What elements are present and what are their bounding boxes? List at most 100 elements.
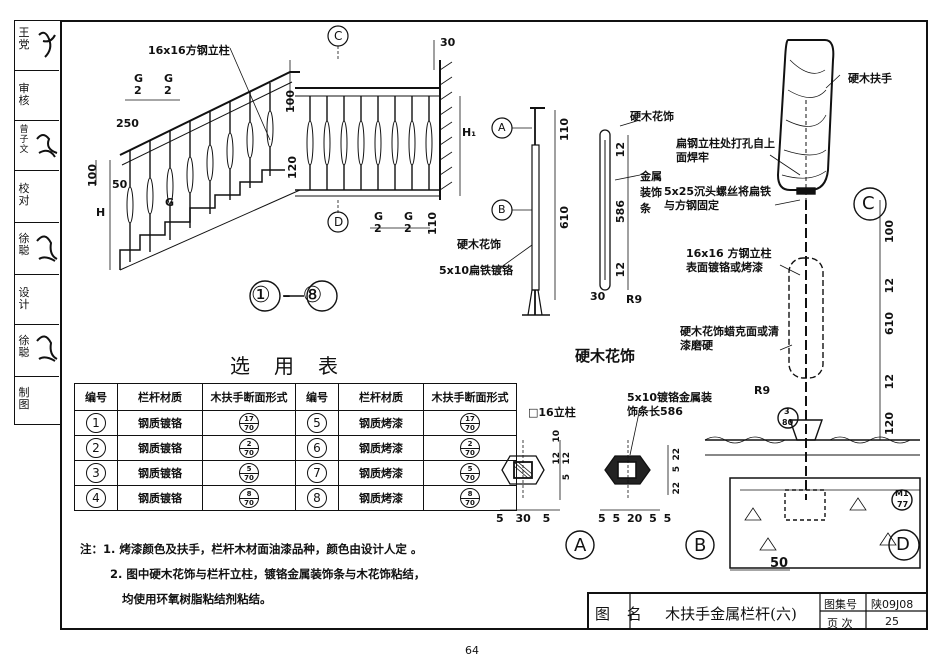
number-circle: 8 [307,488,327,508]
flower-dim-12b: 12 [614,262,627,278]
drawing-title: 木扶手金属栏杆(六) [665,605,797,623]
number-circle: 3 [86,463,106,483]
cell-material: 钢质镀铬 [117,460,203,486]
dim-100-left: 100 [86,164,99,187]
page-number: 64 [465,644,479,657]
cell-material: 钢质镀铬 [117,435,203,461]
right-dim-12b: 12 [883,374,896,390]
page-label: 页 次 [827,617,853,630]
note-line-2: 2. 图中硬木花饰与栏杆立柱，镀铬金属装饰条与木花饰粘结， [110,567,426,581]
header-section-2: 木扶手断面形式 [423,383,517,411]
section-ref-den: 70 [244,474,254,482]
cell-material: 钢质镀铬 [117,485,203,511]
number-circle: 1 [86,413,106,433]
selection-table: 编号 栏杆材质 木扶手断面形式 编号 栏杆材质 木扶手断面形式 1 钢质镀铬 1… [74,383,517,511]
section-ref-num: 5 [240,465,258,474]
dim-g-half-3: G [374,210,384,223]
cell-material: 钢质烤漆 [338,435,424,461]
sec-a-dim-bottom: 5 30 5 [496,512,551,525]
cell-material: 钢质烤漆 [338,485,424,511]
section-mark-c: C [334,29,343,43]
dim-30: 30 [440,36,456,49]
sec-a-dim-10: 10 [552,430,562,443]
label-post: 16x16方钢立柱 [148,44,230,57]
section-ref-num: 2 [240,440,258,449]
dim-120: 120 [286,156,299,179]
section-ref-den: 70 [244,424,254,432]
ref-80: 80 [782,418,794,427]
section-ref-den: 70 [465,499,475,507]
dim-g-half-4: G [404,210,414,223]
section-ref-num: 17 [461,415,479,424]
sig-label: 王党 [18,26,30,51]
section-ref-den: 70 [465,474,475,482]
flower-detail-drawing [599,119,641,291]
cell-material: 钢质镀铬 [117,410,203,436]
label-handrail: 硬木扶手 [848,72,892,85]
label-flower-finish: 硬木花饰蜡克面或清漆磨硬 [680,325,779,352]
sig-label: 校对 [18,182,30,207]
dim-g-half-numerator-2: G [164,72,174,85]
section-ref-den: 70 [465,449,475,457]
section-tag-a: A [498,121,506,134]
sig-cell-1: 王党 [15,21,59,71]
right-dim-120: 120 [883,412,896,435]
post-label-bolt: 5x10扁铁镀铬 [439,264,514,277]
section-ref-num: 2 [461,440,479,449]
right-dim-r9: R9 [754,384,771,397]
ref-m1: M1 [895,489,909,498]
dim-h: H [96,206,106,219]
flower-label-metal: 金属装饰条 [640,170,662,215]
drawing-sheet [60,20,928,630]
signature-handwriting [36,31,58,362]
sig-label: 审核 [18,82,30,107]
sig-cell-7: 徐聪 [15,325,59,377]
section-b-drawing [600,407,715,560]
sig-label: 曾子文 [19,125,29,155]
section-a-drawing [500,440,595,560]
dim-h1: H₁ [462,126,477,139]
sig-cell-4: 校对 [15,171,59,223]
sec-a-label: □16立柱 [528,406,576,419]
sig-label: 徐聪 [18,334,30,359]
cell-no: 7 [295,460,339,486]
cell-material: 钢质烤漆 [338,410,424,436]
section-ref-den: 70 [244,499,254,507]
header-material: 栏杆材质 [117,383,203,411]
cell-no: 4 [74,485,118,511]
table-header-row: 编号 栏杆材质 木扶手断面形式 编号 栏杆材质 木扶手断面形式 [74,383,517,411]
number-circle: 2 [86,438,106,458]
sec-b-dim-bottom: 5 5 20 5 5 [598,512,672,525]
header-material-2: 栏杆材质 [338,383,424,411]
flower-dim-30: 30 [590,290,606,303]
title-block: 图 名 木扶手金属栏杆(六) 图集号 陕09J08 页 次 25 [587,592,928,630]
right-dim-100: 100 [883,220,896,243]
section-ref-num: 5 [461,465,479,474]
section-tag-b: B [498,203,506,216]
cell-material: 钢质烤漆 [338,460,424,486]
sec-a-dim-12b: 12 [562,452,572,465]
cell-no: 2 [74,435,118,461]
flower-label-top: 硬木花饰 [630,110,674,123]
post-detail-drawing [491,107,556,316]
cell-no: 1 [74,410,118,436]
sec-b-tag: B [694,535,707,556]
sec-b-label: 5x10镀铬金属装饰条长586 [627,391,713,418]
right-dim-610: 610 [883,312,896,335]
right-dim-12a: 12 [883,278,896,294]
sig-cell-5: 徐聪 [15,223,59,275]
dim-g: G [165,196,175,209]
number-circle: 5 [307,413,327,433]
ref-3: 3 [784,407,790,416]
post-dim-610: 610 [558,206,571,229]
